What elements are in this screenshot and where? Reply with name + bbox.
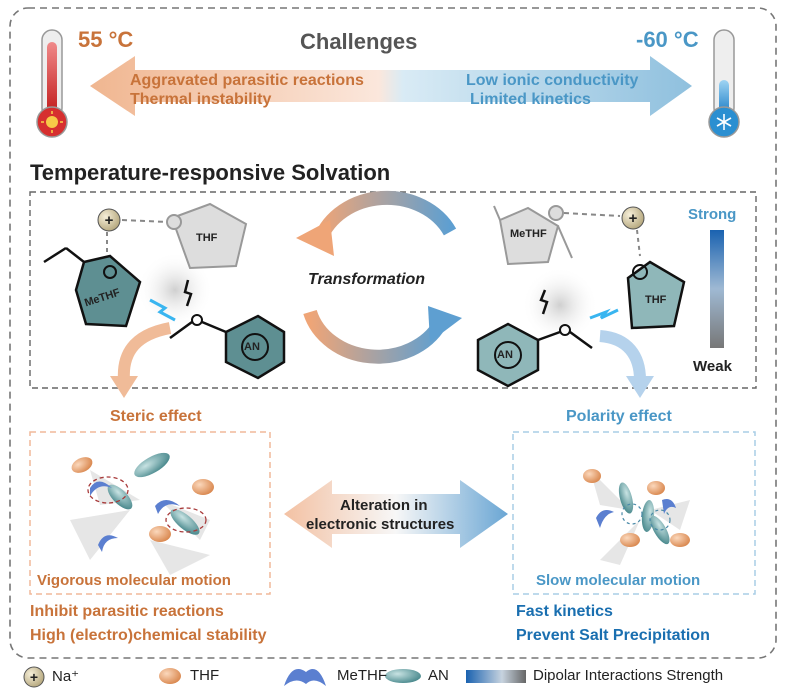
solvation-title: Temperature-responsive Solvation [30, 160, 391, 185]
steric-box [29, 431, 271, 595]
right-curved-arrow [599, 330, 646, 381]
left-an-label: AN [244, 341, 260, 353]
svg-text:+: + [105, 212, 114, 229]
legend-gradient-label: Dipolar Interactions Strength [533, 667, 724, 684]
transformation-cycle-icon [296, 190, 462, 364]
alteration-label-line2: electronic structures [306, 516, 455, 533]
cold-issue-2: Limited kinetics [470, 91, 591, 108]
hot-outcome-2: High (electro)chemical stability [30, 627, 267, 644]
polarity-effect-label: Polarity effect [566, 408, 672, 425]
right-solvation-structure: + [476, 205, 686, 388]
svg-text:+: + [629, 210, 638, 227]
challenges-title: Challenges [300, 29, 418, 54]
challenge-double-arrow [90, 56, 692, 116]
scale-weak-label: Weak [693, 358, 732, 375]
legend-an-label: AN [428, 667, 449, 684]
legend-na-icon: + [23, 666, 45, 688]
legend-gradient-bar [466, 670, 526, 683]
legend-thf-icon [159, 668, 181, 684]
right-curved-arrowhead [626, 376, 654, 398]
legend-methf-icon [284, 669, 326, 686]
hot-issue-1: Aggravated parasitic reactions [130, 72, 364, 89]
hot-issue-2: Thermal instability [130, 91, 272, 108]
hot-thermometer-icon [36, 29, 68, 138]
steric-molecules-illustration [70, 452, 214, 575]
outer-frame [9, 7, 777, 659]
right-methf-label: MeTHF [510, 228, 547, 240]
slow-motion-label: Slow molecular motion [536, 572, 701, 589]
polarity-molecules-illustration [583, 469, 690, 565]
left-curved-arrowhead [110, 376, 138, 398]
legend-thf-label: THF [190, 667, 220, 684]
cold-outcome-2: Prevent Salt Precipitation [516, 627, 710, 644]
cold-temperature-label: -60 °C [636, 27, 699, 52]
scale-strong-label: Strong [688, 206, 737, 223]
alteration-double-arrow [284, 480, 508, 548]
strength-scale-bar [710, 230, 724, 348]
svg-text:+: + [30, 669, 38, 685]
cold-issue-1: Low ionic conductivity [466, 72, 639, 89]
right-thf-label: THF [645, 294, 667, 306]
steric-effect-label: Steric effect [110, 408, 202, 425]
left-solvation-structure: + [43, 202, 286, 380]
vigorous-motion-label: Vigorous molecular motion [37, 572, 231, 589]
polarity-box [512, 431, 756, 595]
cold-thermometer-icon [708, 29, 740, 138]
legend-methf-label: MeTHF [337, 667, 387, 684]
legend-na-label: Na⁺ [52, 668, 80, 685]
hot-temperature-label: 55 °C [78, 27, 134, 52]
transformation-label: Transformation [308, 271, 426, 288]
alteration-label-line1: Alteration in [340, 497, 428, 514]
left-thf-label: THF [196, 232, 218, 244]
legend-an-icon [385, 669, 421, 683]
right-an-label: AN [497, 349, 513, 361]
cold-outcome-1: Fast kinetics [516, 603, 613, 620]
hot-outcome-1: Inhibit parasitic reactions [30, 603, 224, 620]
left-curved-arrow [117, 322, 172, 381]
